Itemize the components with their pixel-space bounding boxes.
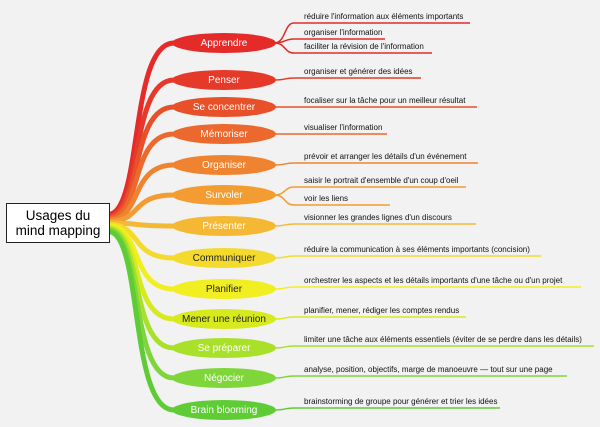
branch-node: Mémoriser [172,124,276,144]
detail-connector [273,186,295,196]
detail-connector [273,162,295,166]
detail-connector [273,42,295,54]
branch-detail-text: faciliter la révision de l'information [304,42,424,51]
branch-node: Apprendre [172,33,276,53]
branch-node-label: Mémoriser [200,128,248,140]
branch-detail-text: analyse, position, objectifs, marge de m… [304,365,553,374]
detail-connector [273,375,295,379]
branch-node: Communiquer [172,248,276,268]
branch-detail-text: réduire l'information aux éléments impor… [304,12,464,21]
detail-connector [273,286,295,290]
central-topic-box: Usages du mind mapping [6,203,110,243]
detail-connector [273,255,295,259]
branch-node: Organiser [172,155,276,175]
branch-node: Se concentrer [172,97,276,117]
branch-detail-text: visionner les grandes lignes d'un discou… [304,213,452,222]
detail-connector [273,38,295,44]
branch-connector [105,131,177,222]
branch-node: Se préparer [172,338,276,358]
branch-node: Penser [172,70,276,90]
branch-node-label: Planifier [205,283,243,295]
detail-connector [273,407,295,411]
branch-node-label: Apprendre [200,37,248,49]
branch-node: Planifier [172,279,276,299]
branch-node: Survoler [172,185,276,205]
branch-detail-text: focaliser sur la tâche pour un meilleur … [304,96,466,105]
branch-node: Mener une réunion [172,309,276,329]
branch-detail-text: visualiser l'information [304,123,383,132]
branch-detail-text: organiser l'information [304,28,383,37]
branch-detail-text: organiser et générer des idées [304,67,413,76]
branch-detail-text: orchestrer les aspects et les détails im… [304,276,563,285]
branch-detail-text: prévoir et arranger les détails d'un évé… [304,152,467,161]
detail-connector [273,77,295,81]
branch-detail-text: voir les liens [304,194,349,203]
branch-node-label: Communiquer [192,252,256,264]
branch-connector [105,162,177,223]
branch-node-label: Se concentrer [192,101,256,113]
detail-connector [273,345,295,349]
branch-node: Négocier [172,368,276,388]
branch-node-label: Mener une réunion [182,313,266,325]
branch-detail-text: brainstorming de groupe pour générer et … [304,397,498,406]
branch-node-label: Se préparer [197,342,251,354]
branch-detail-text: réduire la communication à ses éléments … [304,245,530,254]
branch-node-label: Survoler [205,189,243,201]
detail-connector [273,194,295,206]
branch-node-label: Organiser [202,159,246,171]
branch-node-label: Penser [208,74,240,86]
branch-node-label: Présenter [202,220,246,232]
branch-node-label: Négocier [203,372,245,384]
detail-connector [273,316,295,320]
central-topic-line2: mind mapping [15,223,101,238]
detail-connector [273,223,295,227]
branch-connector [105,228,177,413]
detail-connector [273,22,295,44]
branch-node: Présenter [172,216,276,236]
central-topic-line1: Usages du [25,208,91,223]
branch-node-label: Brain blooming [190,404,258,416]
branch-node: Brain blooming [172,400,276,420]
branch-detail-text: saisir le portrait d'ensemble d'un coup … [304,176,459,185]
branch-detail-text: limiter une tâche aux éléments essentiel… [304,335,582,344]
branch-detail-text: planifier, mener, rédiger les comptes re… [304,306,460,315]
